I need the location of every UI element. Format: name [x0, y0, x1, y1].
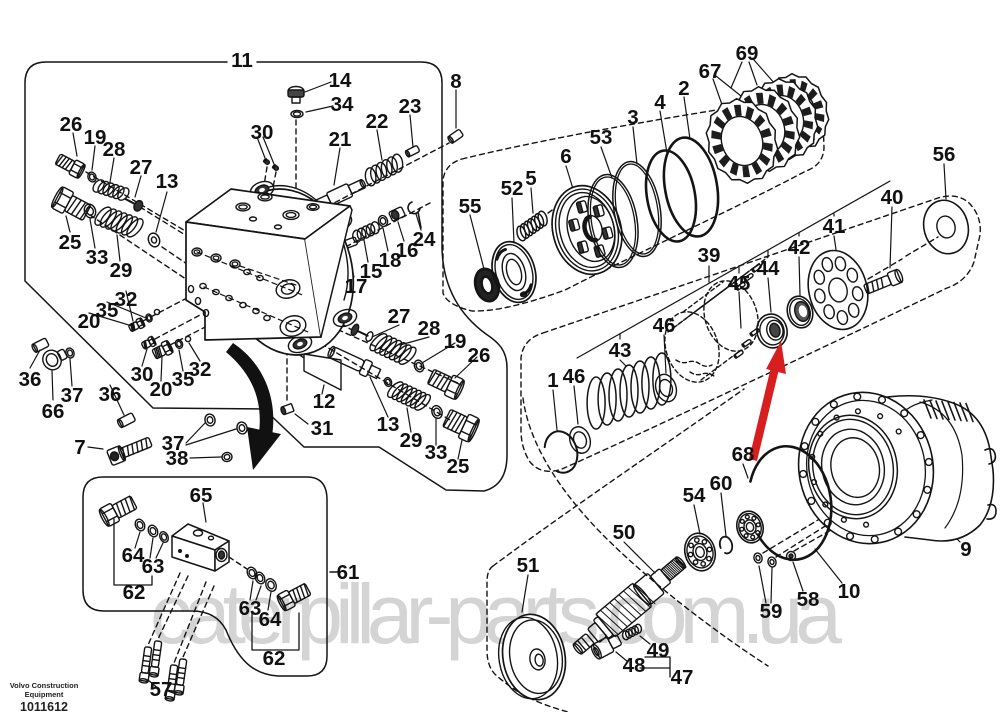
svg-text:48: 48 — [623, 654, 646, 677]
svg-text:Volvo Construction: Volvo Construction — [10, 681, 79, 690]
svg-text:64: 64 — [122, 544, 145, 567]
svg-text:25: 25 — [59, 231, 82, 254]
svg-text:6: 6 — [560, 145, 571, 168]
svg-text:37: 37 — [61, 384, 84, 407]
svg-text:7: 7 — [74, 436, 85, 459]
svg-text:63: 63 — [239, 597, 262, 620]
svg-text:54: 54 — [683, 484, 706, 507]
svg-text:2: 2 — [678, 77, 689, 100]
svg-text:23: 23 — [399, 95, 422, 118]
svg-text:40: 40 — [881, 186, 904, 209]
svg-text:47: 47 — [671, 666, 694, 689]
svg-text:35: 35 — [172, 368, 195, 391]
svg-text:46: 46 — [563, 365, 586, 388]
svg-text:13: 13 — [156, 170, 179, 193]
svg-text:46: 46 — [653, 314, 676, 337]
svg-text:32: 32 — [189, 358, 212, 381]
svg-text:53: 53 — [590, 126, 613, 149]
svg-text:8: 8 — [450, 70, 461, 93]
svg-text:31: 31 — [311, 417, 334, 440]
svg-text:28: 28 — [418, 317, 441, 340]
svg-text:55: 55 — [459, 195, 482, 218]
svg-text:3: 3 — [627, 106, 638, 129]
svg-text:52: 52 — [501, 177, 524, 200]
svg-text:69: 69 — [736, 42, 759, 65]
svg-text:1011612: 1011612 — [20, 700, 68, 712]
svg-text:4: 4 — [654, 91, 666, 114]
svg-text:42: 42 — [788, 236, 811, 259]
svg-text:38: 38 — [166, 447, 189, 470]
svg-text:36: 36 — [99, 383, 122, 406]
svg-text:51: 51 — [517, 554, 540, 577]
svg-text:19: 19 — [84, 126, 107, 149]
svg-text:32: 32 — [115, 288, 138, 311]
svg-text:63: 63 — [142, 555, 165, 578]
svg-text:66: 66 — [42, 400, 65, 423]
svg-text:27: 27 — [388, 305, 411, 328]
svg-text:35: 35 — [96, 299, 119, 322]
svg-text:36: 36 — [19, 368, 42, 391]
svg-text:1: 1 — [547, 369, 558, 392]
svg-text:30: 30 — [251, 121, 274, 144]
svg-text:26: 26 — [468, 344, 491, 367]
svg-text:29: 29 — [400, 429, 423, 452]
svg-text:15: 15 — [360, 260, 383, 283]
svg-text:10: 10 — [838, 580, 861, 603]
svg-text:30: 30 — [131, 363, 154, 386]
svg-text:26: 26 — [60, 113, 83, 136]
svg-text:28: 28 — [103, 138, 126, 161]
svg-text:58: 58 — [797, 588, 820, 611]
svg-text:12: 12 — [313, 390, 336, 413]
svg-text:13: 13 — [377, 413, 400, 436]
svg-text:14: 14 — [329, 69, 352, 92]
svg-text:18: 18 — [379, 249, 402, 272]
svg-text:39: 39 — [698, 244, 721, 267]
svg-text:60: 60 — [710, 472, 733, 495]
svg-text:44: 44 — [757, 257, 780, 280]
svg-text:24: 24 — [413, 228, 436, 251]
svg-text:65: 65 — [190, 484, 213, 507]
svg-text:37: 37 — [162, 432, 185, 455]
svg-text:33: 33 — [86, 246, 109, 269]
svg-text:27: 27 — [130, 156, 153, 179]
svg-text:17: 17 — [345, 275, 368, 298]
svg-text:20: 20 — [78, 310, 101, 333]
svg-text:16: 16 — [396, 239, 419, 262]
svg-text:62: 62 — [123, 581, 146, 604]
svg-text:33: 33 — [425, 441, 448, 464]
svg-text:Equipment: Equipment — [25, 690, 64, 699]
svg-text:59: 59 — [760, 600, 783, 623]
svg-text:25: 25 — [447, 455, 470, 478]
svg-text:9: 9 — [960, 538, 971, 561]
svg-text:5: 5 — [525, 167, 536, 190]
svg-text:50: 50 — [613, 521, 636, 544]
svg-text:43: 43 — [609, 339, 632, 362]
svg-text:62: 62 — [263, 647, 286, 670]
svg-text:57: 57 — [150, 678, 173, 701]
svg-text:45: 45 — [728, 272, 751, 295]
svg-text:29: 29 — [110, 259, 133, 282]
svg-text:61: 61 — [337, 561, 360, 584]
svg-text:19: 19 — [444, 330, 467, 353]
svg-text:11: 11 — [231, 49, 253, 72]
svg-text:67: 67 — [699, 60, 722, 83]
svg-text:34: 34 — [331, 93, 354, 116]
svg-text:56: 56 — [933, 143, 956, 166]
svg-text:49: 49 — [647, 639, 670, 662]
svg-text:41: 41 — [823, 215, 846, 238]
svg-text:22: 22 — [366, 110, 389, 133]
svg-text:20: 20 — [150, 378, 173, 401]
svg-text:68: 68 — [732, 443, 755, 466]
svg-text:64: 64 — [259, 608, 282, 631]
svg-text:21: 21 — [329, 128, 352, 151]
